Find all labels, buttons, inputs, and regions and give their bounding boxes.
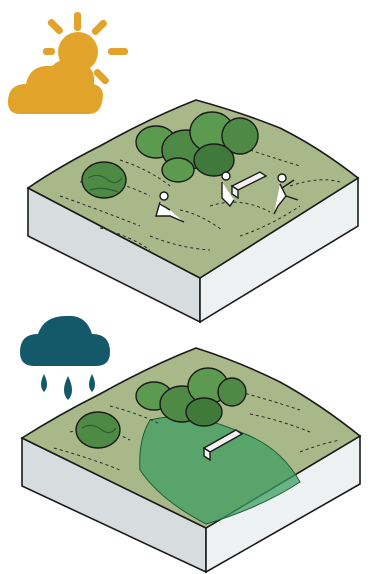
shrub	[82, 162, 126, 198]
sunny-panel	[8, 12, 358, 322]
raindrop-3	[89, 374, 95, 392]
shrub	[76, 412, 120, 448]
sun-behind-cloud-icon	[8, 12, 128, 114]
raindrop-2	[64, 376, 72, 400]
rain-cloud-icon	[20, 316, 110, 400]
rainy-panel	[20, 316, 360, 572]
raindrop-1	[41, 374, 47, 392]
